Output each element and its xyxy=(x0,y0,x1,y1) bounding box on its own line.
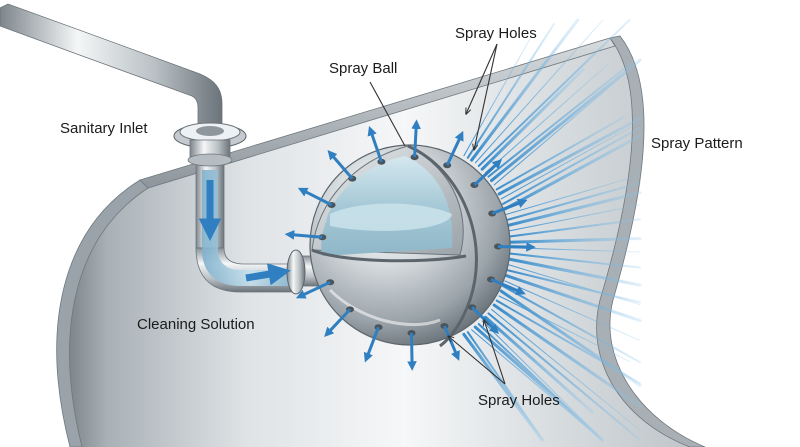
outflow-arrow xyxy=(327,149,354,180)
spray-jet xyxy=(462,332,544,442)
tank-rim-right xyxy=(596,35,706,447)
spray-jet xyxy=(466,22,555,159)
spray-jet xyxy=(505,174,641,215)
outflow-arrow xyxy=(295,280,331,299)
outflow-arrow xyxy=(284,230,323,240)
leader-spray-holes-bottom-b xyxy=(484,320,506,385)
spray-ball-liquid-surface xyxy=(330,203,452,231)
spray-ball xyxy=(309,144,511,348)
outflow-arrow xyxy=(367,125,383,163)
leader-lines xyxy=(369,43,506,385)
spray-jet xyxy=(508,252,641,269)
spray-jet xyxy=(473,325,605,442)
spray-jet xyxy=(507,257,642,287)
outflow-arrow xyxy=(411,119,421,158)
outflow-arrow xyxy=(491,198,528,215)
spray-jet xyxy=(487,312,641,441)
outflow-arrow xyxy=(445,130,464,166)
spray-jet xyxy=(508,237,642,244)
outflow-arrow xyxy=(363,326,380,363)
pipe-top-section xyxy=(0,3,223,131)
flow-arrow-right xyxy=(245,263,291,286)
spray-jet xyxy=(485,63,609,174)
spray-jet xyxy=(492,303,642,408)
label-spray-holes-bottom: Spray Holes xyxy=(478,392,560,409)
spray-jet xyxy=(506,269,641,304)
outflow-arrow xyxy=(490,278,526,295)
leader-spray-holes-top-a xyxy=(466,43,498,114)
outflow-arrow xyxy=(497,242,536,252)
spray-jet xyxy=(497,117,642,196)
spray-jet xyxy=(508,218,641,238)
spray-jet xyxy=(503,134,642,211)
spray-jet xyxy=(502,126,641,205)
label-spray-ball: Spray Ball xyxy=(329,60,398,77)
spray-ball-seam-vertical xyxy=(407,144,478,348)
spray-ball-seam-horizontal xyxy=(311,248,467,263)
spray-jet xyxy=(480,68,585,171)
outflow-arrow xyxy=(297,187,333,207)
spray-jet xyxy=(487,59,635,178)
label-spray-holes-top: Spray Holes xyxy=(455,25,537,42)
spray-jet xyxy=(502,285,641,364)
outflow-arrow xyxy=(407,332,417,371)
leader-spray-ball xyxy=(369,81,406,147)
outflow-arrow xyxy=(324,308,352,338)
spray-jet xyxy=(504,274,642,323)
spray-jet xyxy=(493,60,641,186)
spray-jet xyxy=(495,116,625,191)
sanitary-inlet-fitting xyxy=(173,122,247,167)
spray-jet xyxy=(498,295,631,363)
spray-jet xyxy=(491,308,641,431)
leader-spray-holes-bottom-a xyxy=(448,336,506,385)
tank-rim-left xyxy=(56,179,149,447)
spray-jet xyxy=(500,121,641,200)
spray-jet xyxy=(481,320,599,436)
outflow-arrow xyxy=(473,159,503,187)
spray-jet xyxy=(506,181,641,221)
spray-jets xyxy=(462,18,642,442)
spray-jet xyxy=(474,19,604,164)
spray-jet xyxy=(470,18,580,162)
label-spray-pattern: Spray Pattern xyxy=(651,135,743,152)
spray-jet xyxy=(504,280,641,341)
spray-jet xyxy=(495,299,641,385)
spray-jet xyxy=(507,191,642,227)
spray-jet xyxy=(490,58,642,183)
spray-jet xyxy=(477,19,631,167)
spray-jet xyxy=(484,315,594,414)
leader-spray-holes-top-b xyxy=(474,43,498,150)
spray-ball-highlight xyxy=(328,288,441,327)
label-sanitary-inlet: Sanitary Inlet xyxy=(60,120,148,137)
flow-arrows xyxy=(198,180,291,286)
label-cleaning-solution: Cleaning Solution xyxy=(137,316,255,333)
spray-jet xyxy=(463,34,533,157)
pipe-connector-flange xyxy=(286,249,306,295)
spray-jet xyxy=(508,204,641,232)
